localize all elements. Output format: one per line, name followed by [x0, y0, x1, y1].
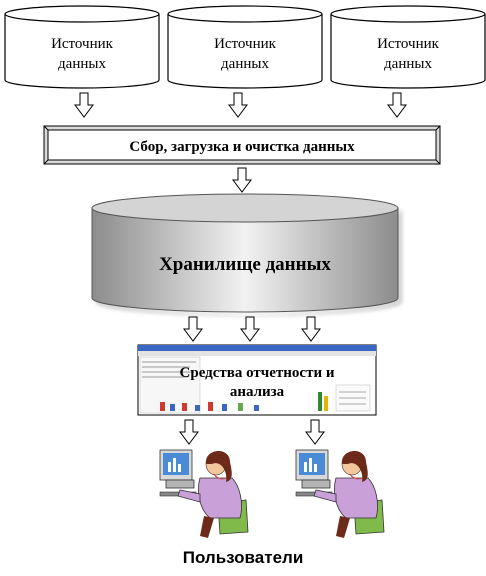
reporting-label-line2: анализа: [230, 384, 285, 400]
users-label: Пользователи: [182, 548, 304, 567]
arrow-warehouse-to-reporting-2: [240, 316, 260, 342]
source-2-line2: данных: [221, 56, 269, 72]
arrow-warehouse-to-reporting-1: [183, 316, 203, 342]
person-at-computer-icon: [295, 449, 385, 538]
etl-label: Сбор, загрузка и очистка данных: [129, 139, 355, 155]
etl-box: Сбор, загрузка и очистка данных: [43, 125, 441, 165]
arrow-reporting-to-user-2: [305, 419, 325, 445]
reporting-label-line1: Средства отчетности и: [180, 365, 335, 381]
warehouse-cylinder: [91, 193, 399, 313]
arrow-reporting-to-user-1: [179, 419, 199, 445]
report-window-thumbnail: [137, 344, 377, 416]
source-1-line1: Источник: [51, 36, 114, 52]
arrow-etl-to-warehouse: [232, 167, 252, 193]
warehouse-label: Хранилище данных: [159, 254, 331, 275]
source-3-line2: данных: [384, 56, 432, 72]
arrow-source-2-to-etl: [228, 92, 248, 118]
source-3-line1: Источник: [377, 36, 440, 52]
arrow-source-3-to-etl: [387, 92, 407, 118]
person-at-computer-icon: [159, 449, 249, 538]
arrow-warehouse-to-reporting-3: [301, 316, 321, 342]
source-cylinder-3: Источник данных: [330, 5, 486, 89]
source-1-line2: данных: [58, 56, 106, 72]
source-2-line1: Источник: [214, 36, 277, 52]
source-cylinder-1: Источник данных: [4, 5, 160, 89]
arrow-source-1-to-etl: [74, 92, 94, 118]
source-cylinder-2: Источник данных: [167, 5, 323, 89]
